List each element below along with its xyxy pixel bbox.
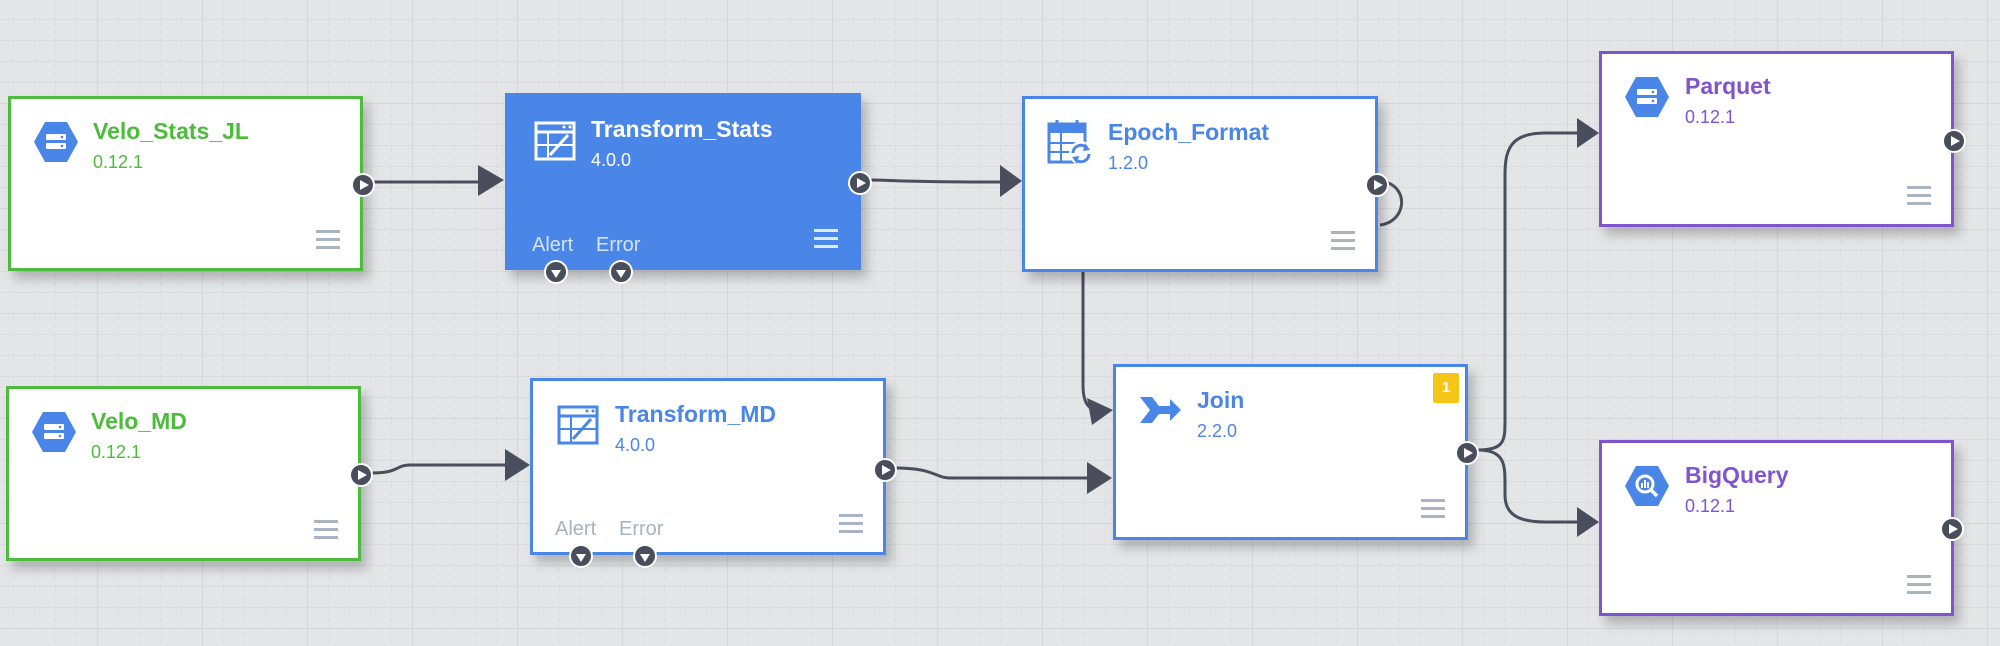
connection-arrowhead: [1087, 398, 1113, 425]
node-menu-icon[interactable]: [1421, 499, 1445, 519]
node-transform-stats[interactable]: Transform_Stats 4.0.0 Alert Error: [505, 93, 872, 284]
connection-arrowhead: [1577, 507, 1599, 537]
output-port[interactable]: [1455, 441, 1479, 465]
output-port[interactable]: [1365, 173, 1389, 197]
output-port[interactable]: [1942, 129, 1966, 153]
merge-icon: [1140, 397, 1181, 423]
connection-epoch-format-to-join: [1081, 272, 1101, 414]
alert-port[interactable]: [569, 544, 593, 568]
database-icon: [34, 122, 78, 162]
node-version: 0.12.1: [1685, 107, 1736, 127]
connection-epoch-format-loop: [1379, 180, 1403, 227]
node-version: 0.12.1: [93, 152, 144, 172]
connection-transform-md-to-join: [894, 466, 1090, 480]
alert-port-label: Alert: [532, 234, 574, 256]
node-version: 1.2.0: [1108, 153, 1149, 173]
alert-port-label: Alert: [555, 518, 597, 540]
output-port[interactable]: [351, 173, 375, 197]
node-version: 0.12.1: [1685, 496, 1736, 516]
node-version: 4.0.0: [615, 435, 656, 455]
bigquery-icon: [1625, 466, 1669, 506]
node-menu-icon[interactable]: [1331, 231, 1355, 251]
output-port[interactable]: [1940, 517, 1964, 541]
output-port[interactable]: [873, 458, 897, 482]
node-version: 2.2.0: [1197, 421, 1238, 441]
node-title: Transform_Stats: [591, 116, 773, 142]
node-title: Transform_MD: [615, 401, 777, 427]
node-title: Join: [1197, 387, 1245, 413]
node-menu-icon[interactable]: [314, 520, 338, 540]
node-join[interactable]: Join 2.2.0 1: [1113, 364, 1479, 540]
node-parquet[interactable]: Parquet 0.12.1: [1599, 51, 1966, 227]
node-title: Velo_Stats_JL: [93, 118, 249, 144]
output-port[interactable]: [349, 463, 373, 487]
node-menu-icon[interactable]: [1907, 186, 1931, 206]
error-port[interactable]: [633, 544, 657, 568]
error-port-label: Error: [596, 234, 641, 256]
wrangler-icon: [534, 121, 576, 161]
node-epoch-format[interactable]: Epoch_Format 1.2.0: [1022, 96, 1389, 272]
connection-arrowhead: [505, 449, 530, 481]
node-bigquery[interactable]: BigQuery 0.12.1: [1599, 440, 1964, 616]
node-title: Epoch_Format: [1108, 119, 1270, 145]
node-title: Velo_MD: [91, 408, 187, 434]
database-icon: [1625, 77, 1669, 117]
node-title: Parquet: [1685, 73, 1771, 99]
connection-arrowhead: [1577, 118, 1599, 148]
connection-transform-stats-to-epoch-format: [869, 178, 1001, 184]
connection-arrowhead: [478, 165, 504, 196]
warning-count-badge[interactable]: 1: [1433, 373, 1459, 403]
node-version: 0.12.1: [91, 442, 142, 462]
node-version: 4.0.0: [591, 150, 632, 170]
node-menu-icon[interactable]: [814, 229, 838, 249]
node-title: BigQuery: [1685, 462, 1789, 488]
database-icon: [32, 412, 76, 452]
node-transform-md[interactable]: Transform_MD 4.0.0 Alert Error: [530, 378, 897, 568]
node-menu-icon[interactable]: [1907, 575, 1931, 595]
node-menu-icon[interactable]: [316, 230, 340, 250]
connection-velo-md-to-transform-md: [370, 463, 508, 475]
node-velo-stats-jl[interactable]: Velo_Stats_JL 0.12.1: [8, 96, 375, 271]
connection-arrowhead: [1087, 462, 1112, 494]
connection-arrowhead: [1000, 165, 1022, 197]
node-velo-md[interactable]: Velo_MD 0.12.1: [6, 386, 373, 561]
connection-join-to-bigquery: [1477, 448, 1580, 524]
wrangler-icon: [557, 405, 599, 445]
output-port[interactable]: [848, 171, 872, 195]
node-menu-icon[interactable]: [839, 514, 863, 534]
error-port[interactable]: [609, 260, 633, 284]
alert-port[interactable]: [544, 260, 568, 284]
calendar-refresh-icon: [1047, 120, 1093, 165]
connection-join-to-parquet: [1477, 131, 1580, 452]
error-port-label: Error: [619, 518, 664, 540]
